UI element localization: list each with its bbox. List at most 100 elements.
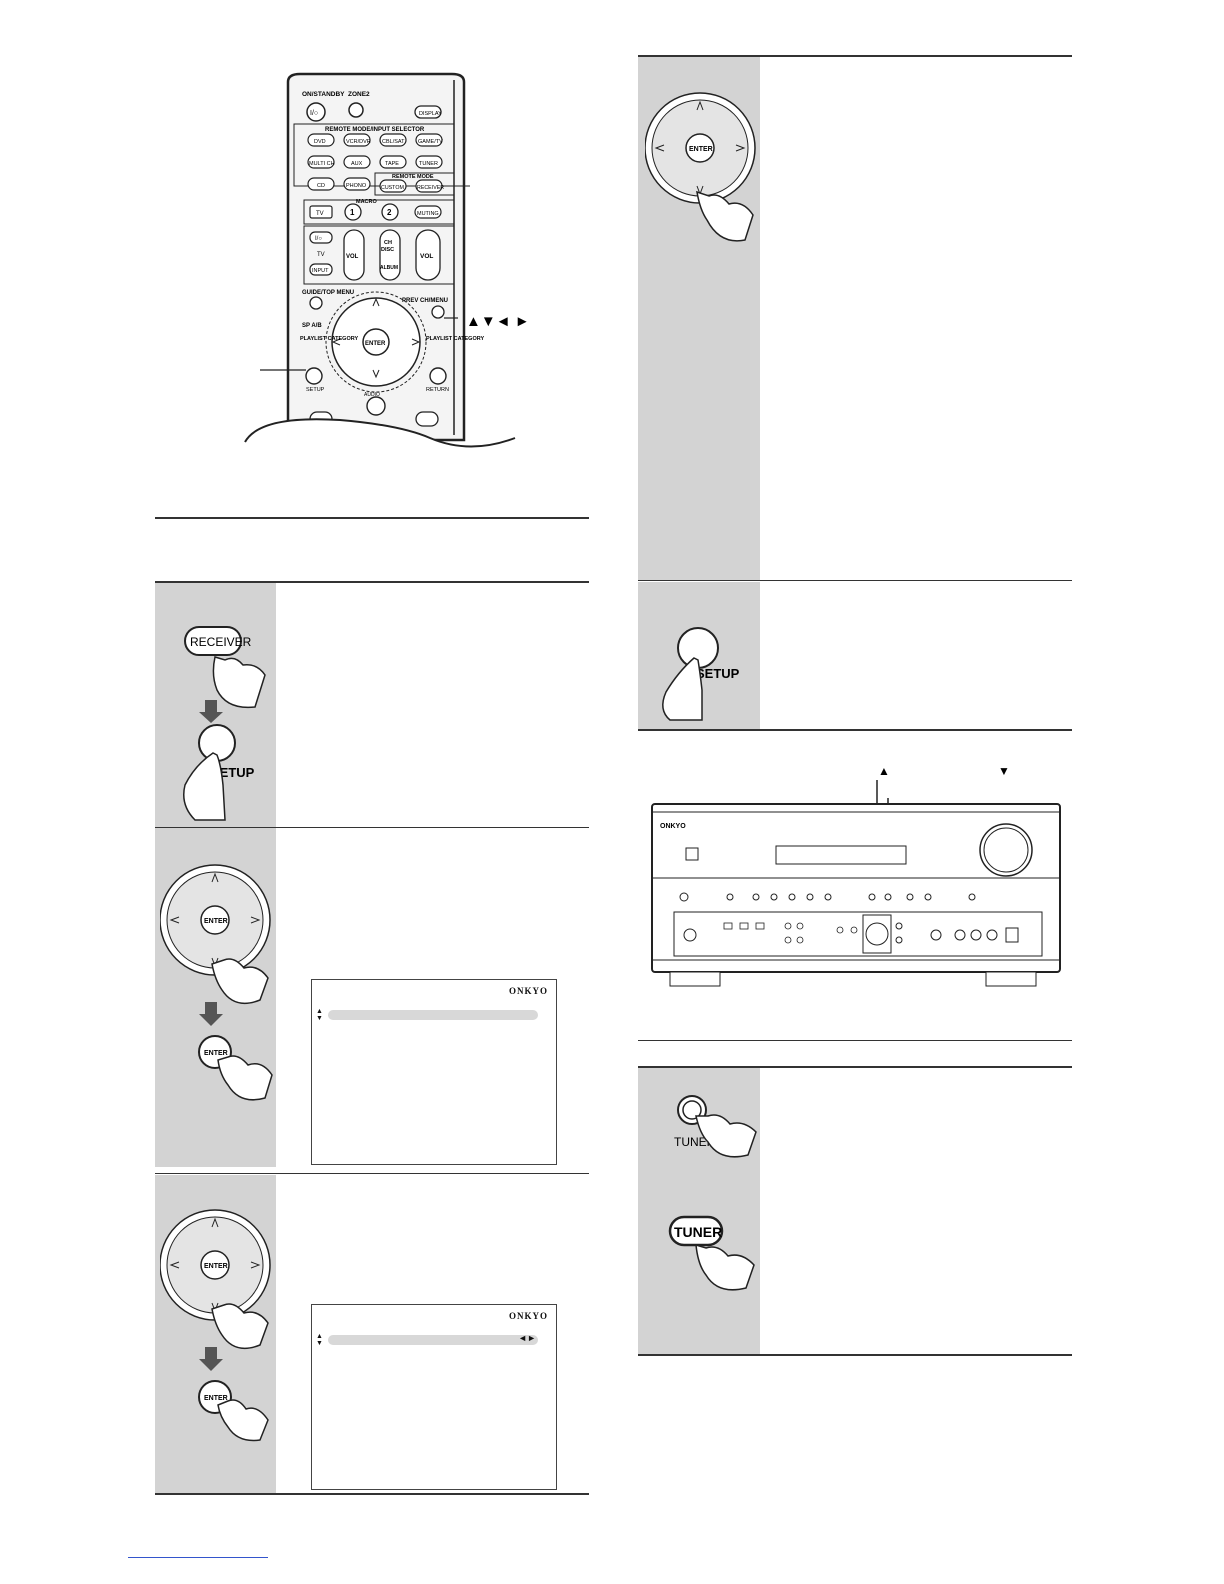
svg-text:2: 2 — [387, 208, 392, 217]
macro-2-button[interactable] — [381, 203, 399, 221]
arrow-keys-callout: ▲▼◄ ► — [466, 313, 530, 330]
phones-jack[interactable] — [683, 928, 697, 942]
section-rule — [155, 517, 589, 519]
step5-illustration: SETUP — [662, 627, 740, 721]
hand-icon — [695, 1243, 755, 1291]
step-divider — [638, 580, 1072, 581]
audio-button[interactable] — [366, 396, 386, 416]
receiver-vol-rocker[interactable] — [415, 229, 441, 281]
svg-text:TUNER: TUNER — [419, 161, 438, 167]
onkyo-logo: ONKYO — [508, 1311, 548, 1321]
volume-knob[interactable] — [979, 823, 1033, 877]
return-label: RETURN — [426, 387, 449, 393]
svg-text:AUX: AUX — [351, 161, 363, 167]
svg-text:CH: CH — [384, 240, 392, 246]
up-arrow-icon — [211, 872, 219, 883]
svg-text:RECEIVER: RECEIVER — [417, 185, 444, 191]
onkyo-logo: ONKYO — [508, 986, 548, 996]
step3-illustration: ENTER ENTER — [160, 1209, 271, 1442]
phono-button[interactable] — [343, 177, 371, 191]
left-arrow-icon — [169, 916, 180, 924]
enter-dial-center[interactable] — [200, 1250, 230, 1280]
svg-text:ENTER: ENTER — [689, 146, 713, 153]
down-arrow-icon — [199, 1002, 223, 1026]
tuner-button-remote[interactable] — [415, 155, 443, 169]
power-button[interactable] — [306, 102, 326, 122]
hand-icon — [696, 190, 754, 242]
hand-icon — [695, 1114, 757, 1158]
tuner-step-illustration: TUNER TUNER — [668, 1095, 757, 1291]
multi-ch-button[interactable] — [307, 155, 335, 169]
updown-arrows-icon: ▲▼ — [316, 1008, 323, 1022]
enter-dial-center[interactable] — [685, 133, 715, 163]
macro-label: MACRO — [356, 199, 377, 205]
svg-text:MUTING: MUTING — [417, 211, 439, 217]
vcr-dvr-button[interactable] — [343, 133, 371, 147]
down-arrow-icon — [199, 700, 223, 723]
down-arrow-icon — [372, 369, 380, 379]
tuner-section-rule — [638, 1040, 1072, 1041]
hand-icon — [211, 958, 269, 1005]
enter-dial-center[interactable] — [200, 905, 230, 935]
tv-power-button[interactable] — [309, 231, 333, 244]
down-arrow-icon — [199, 1347, 223, 1371]
svg-text:SETUP: SETUP — [696, 666, 740, 681]
receiver-button[interactable] — [184, 626, 242, 656]
display-window — [775, 845, 907, 865]
step4-illustration: ENTER — [645, 92, 756, 242]
cbl-sat-button[interactable] — [379, 133, 407, 147]
osd-screen-2: ONKYO ▲▼ ◄► — [311, 1304, 557, 1490]
footer-link-underline[interactable] — [128, 1557, 268, 1558]
guide-top-menu-label: GUIDE/TOP MENU — [302, 290, 354, 296]
guide-button[interactable] — [309, 296, 323, 310]
next-button[interactable] — [415, 411, 439, 427]
highlight-bar — [328, 1335, 538, 1345]
game-tv-button[interactable] — [415, 133, 443, 147]
tv-vol-rocker[interactable] — [343, 229, 365, 281]
cd-button[interactable] — [307, 177, 335, 191]
custom-button[interactable] — [379, 179, 407, 193]
remote-setup-button[interactable] — [305, 367, 323, 385]
right-arrow-icon — [411, 338, 421, 346]
step-divider — [155, 1173, 589, 1174]
tape-button[interactable] — [379, 155, 407, 169]
playlist-left-label: PLAYLIST CATEGORY — [300, 336, 358, 342]
left-arrow-icon — [654, 144, 665, 152]
ch-disc-album-rocker[interactable] — [379, 229, 401, 281]
svg-text:ALBUM: ALBUM — [380, 265, 398, 271]
svg-text:I/○: I/○ — [310, 110, 318, 117]
front-panel-dial[interactable] — [865, 922, 889, 946]
svg-text:DVD: DVD — [314, 139, 326, 145]
setup-label: SETUP — [306, 387, 325, 393]
tv-button[interactable] — [309, 205, 333, 219]
svg-text:ENTER: ENTER — [204, 1263, 228, 1270]
svg-text:ENTER: ENTER — [204, 1050, 228, 1057]
hand-icon — [212, 656, 266, 709]
remote-return-button[interactable] — [429, 367, 447, 385]
down-arrow-icon: ▼ — [998, 764, 1010, 778]
muting-button[interactable] — [414, 205, 442, 219]
svg-text:1: 1 — [350, 208, 355, 217]
dvd-button[interactable] — [307, 133, 335, 147]
aux-button[interactable] — [343, 155, 371, 169]
macro-1-button[interactable] — [344, 203, 362, 221]
receiver-button-remote[interactable] — [415, 179, 443, 193]
display-button[interactable] — [414, 105, 442, 119]
remote-enter-button[interactable] — [362, 328, 390, 356]
playlist-right-label: PLAYLIST CATEGORY — [426, 336, 484, 342]
zone2-button[interactable] — [348, 102, 364, 118]
svg-text:DISC: DISC — [381, 247, 394, 253]
svg-text:TAPE: TAPE — [385, 161, 399, 167]
input-button[interactable] — [309, 263, 333, 276]
step-divider — [155, 827, 589, 828]
svg-text:ENTER: ENTER — [204, 1395, 228, 1402]
prev-ch-menu-label: PREV CH/MENU — [402, 298, 448, 304]
step2-illustration: ENTER ENTER — [160, 864, 273, 1101]
tuner-steps-bottom-rule — [638, 1354, 1072, 1356]
svg-text:ENTER: ENTER — [204, 918, 228, 925]
onkyo-brand: ONKYO — [660, 823, 686, 830]
svg-text:RECEIVER: RECEIVER — [190, 635, 252, 649]
power-switch[interactable] — [685, 847, 699, 861]
prev-ch-button[interactable] — [431, 305, 445, 319]
svg-text:VCR/DVR: VCR/DVR — [346, 139, 371, 145]
